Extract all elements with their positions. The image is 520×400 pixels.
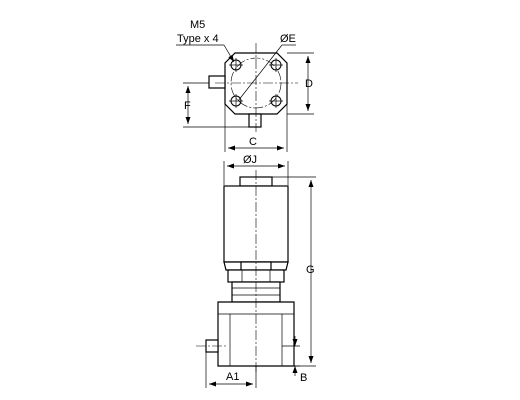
- dim-j-label: ØJ: [243, 154, 257, 166]
- type-label: Type x 4: [177, 33, 219, 45]
- top-view-bolt-holes: [229, 58, 283, 108]
- top-view-side-port: [208, 75, 226, 89]
- thread-label: M5: [190, 19, 205, 31]
- dim-f-label: F: [184, 100, 191, 112]
- dim-d-label: D: [305, 78, 313, 90]
- top-view: M5 Type x 4 ØE D F C: [176, 19, 314, 152]
- dim-b-label: B: [300, 372, 307, 384]
- dim-e-label: ØE: [280, 33, 296, 45]
- dim-g-label: G: [306, 264, 315, 276]
- dim-a1-label: A1: [226, 371, 239, 383]
- side-view: ØJ G B: [196, 154, 316, 388]
- top-view-bottom-port: [248, 113, 262, 128]
- dim-c-label: C: [249, 136, 257, 148]
